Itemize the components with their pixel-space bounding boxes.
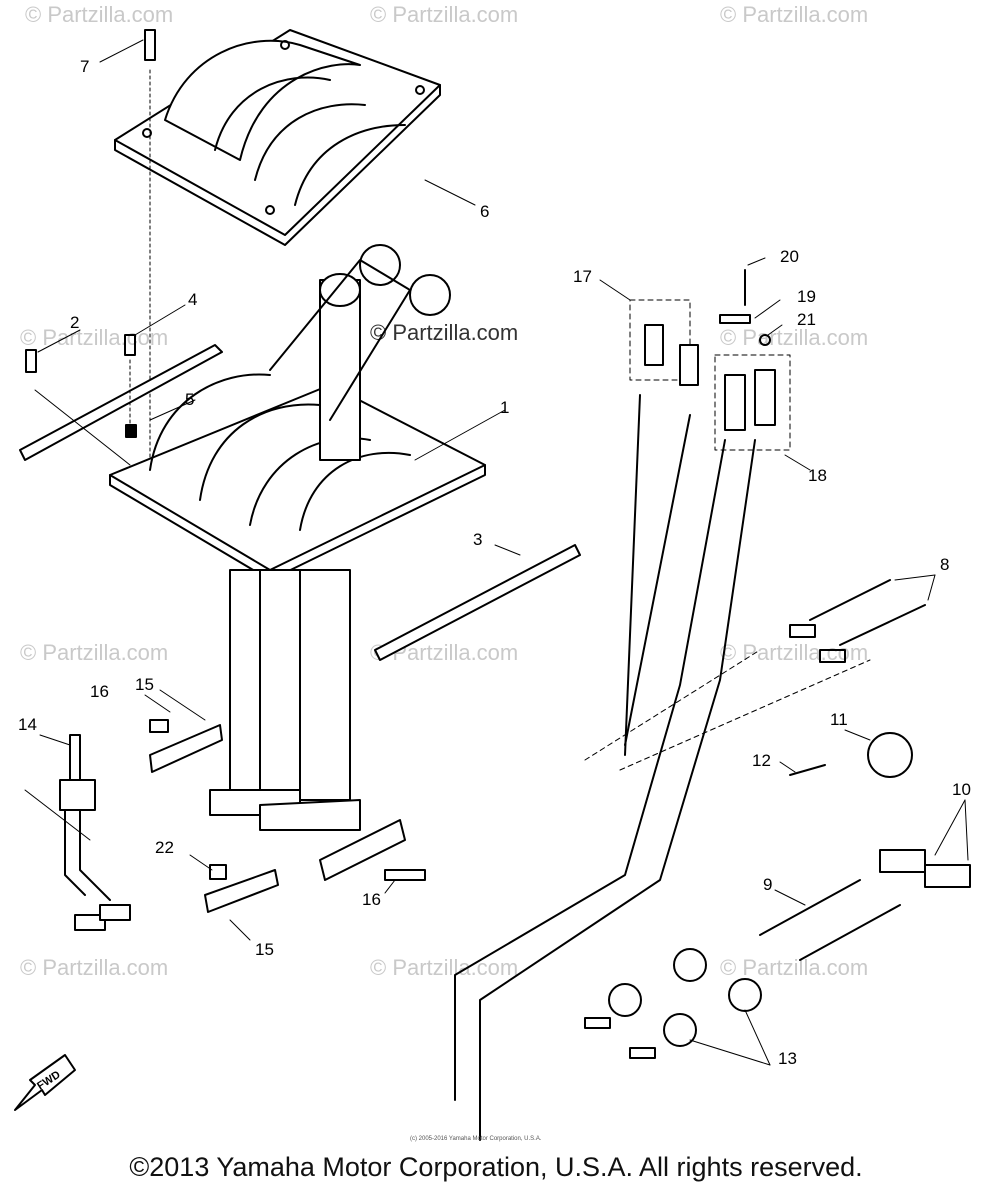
callout-21: 21 [797, 310, 816, 329]
bracket-part-2 [19, 344, 223, 466]
callout-3: 3 [473, 530, 482, 549]
watermark: © Partzilla.com [370, 955, 518, 980]
copyright-notice: ©2013 Yamaha Motor Corporation, U.S.A. A… [129, 1152, 863, 1182]
bolts-part-19-21 [719, 269, 771, 346]
callout-7: 7 [80, 57, 89, 76]
watermark-layer: © Partzilla.com © Partzilla.com © Partzi… [20, 2, 868, 980]
watermark: © Partzilla.com [720, 325, 868, 350]
watermark: © Partzilla.com [720, 640, 868, 665]
control-base-part-1 [109, 244, 486, 831]
callout-5: 5 [185, 390, 194, 409]
callout-19: 19 [797, 287, 816, 306]
watermark: © Partzilla.com [370, 2, 518, 27]
callout-15-top: 15 [135, 675, 154, 694]
callout-layer: 1 2 3 4 5 6 7 8 9 10 11 12 13 14 15 15 1… [18, 57, 971, 1068]
callout-9: 9 [763, 875, 772, 894]
callout-2: 2 [70, 313, 79, 332]
joint-part-18 [714, 354, 791, 451]
screw-part-7 [144, 29, 156, 471]
bar-part-3 [374, 544, 581, 661]
callout-15-bottom: 15 [255, 940, 274, 959]
watermark: © Partzilla.com [20, 955, 168, 980]
callout-4: 4 [188, 290, 197, 309]
bolt-part-4 [124, 334, 137, 438]
cables [454, 394, 871, 1141]
callout-20: 20 [780, 247, 799, 266]
watermark: © Partzilla.com [25, 2, 173, 27]
watermark-center: © Partzilla.com [370, 320, 518, 345]
watermark: © Partzilla.com [20, 640, 168, 665]
switch-part-14 [24, 734, 131, 931]
callout-17: 17 [573, 267, 592, 286]
callout-10: 10 [952, 780, 971, 799]
watermark: © Partzilla.com [720, 2, 868, 27]
cable-ends-part-8 [789, 579, 926, 663]
callout-6: 6 [480, 202, 489, 221]
tiny-notice: (c) 2005-2016 Yamaha Motor Corporation, … [410, 1136, 542, 1142]
callout-14: 14 [18, 715, 37, 734]
watermark: © Partzilla.com [20, 325, 168, 350]
callout-11: 11 [830, 710, 848, 729]
callout-16-top: 16 [90, 682, 109, 701]
joint-part-17 [629, 299, 699, 386]
fwd-arrow-icon [14, 1054, 76, 1111]
fittings-part-9-13 [584, 732, 971, 1059]
cover-part-6 [114, 29, 441, 246]
callout-18: 18 [808, 466, 827, 485]
callout-1: 1 [500, 398, 509, 417]
watermark: © Partzilla.com [720, 955, 868, 980]
leader-lines [37, 39, 969, 1066]
callout-12: 12 [752, 751, 771, 770]
callout-8: 8 [940, 555, 949, 574]
plates-part-15 [149, 719, 426, 913]
callout-16-bottom: 16 [362, 890, 381, 909]
callout-22: 22 [155, 838, 174, 857]
callout-13: 13 [778, 1049, 797, 1068]
